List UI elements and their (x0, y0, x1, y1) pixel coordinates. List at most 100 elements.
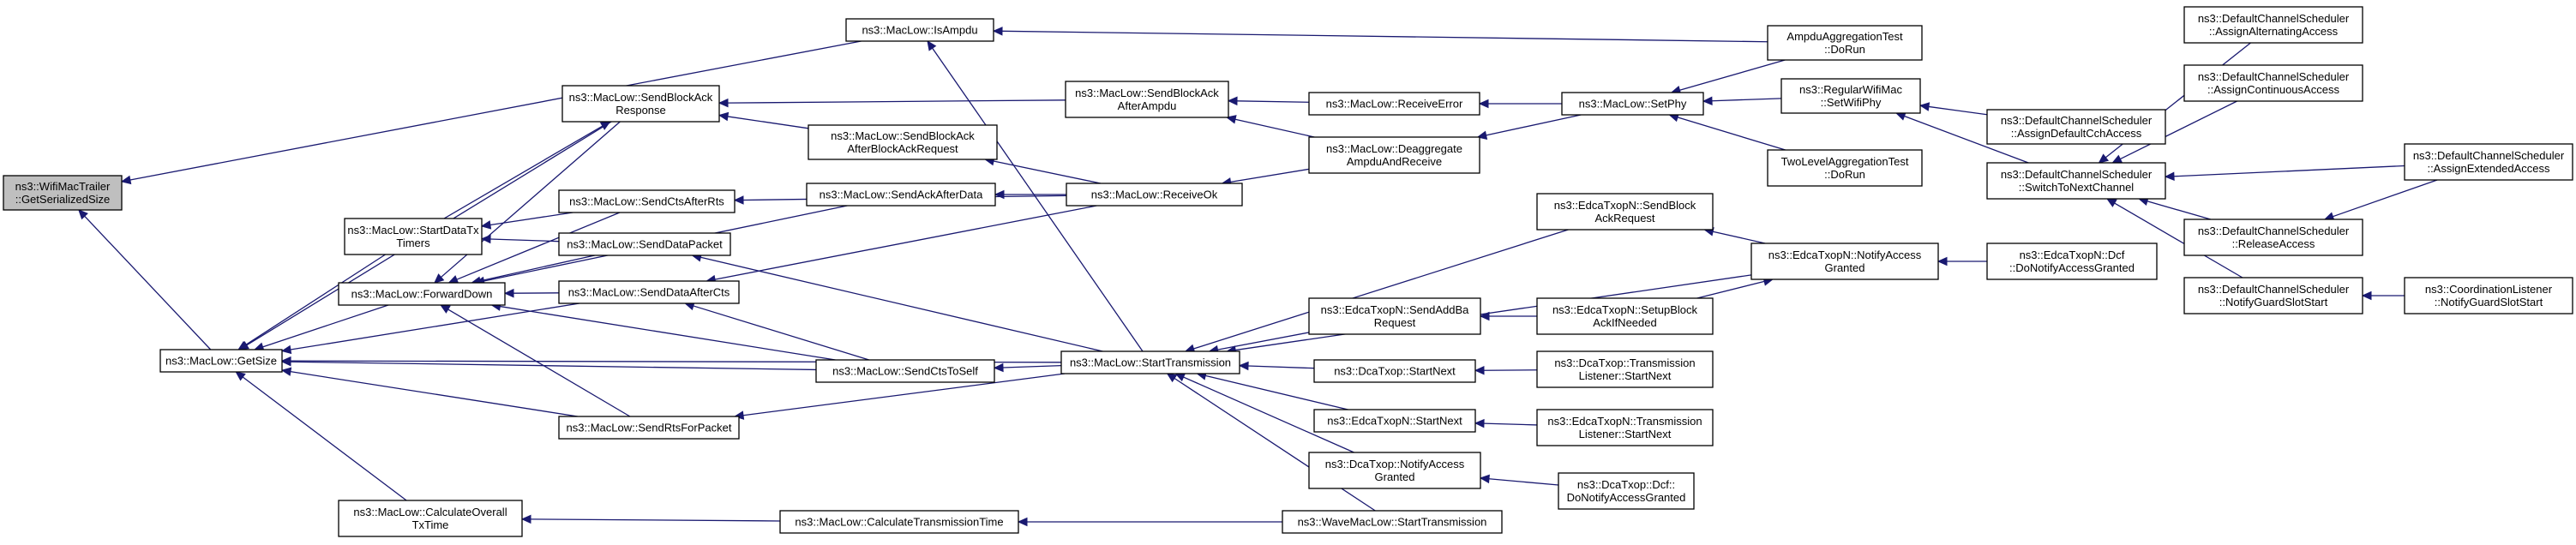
node-box[interactable] (1308, 297, 1481, 335)
node-n37[interactable]: ns3::DcaTxop::TransmissionListener::Star… (1536, 350, 1714, 388)
node-n33[interactable]: ns3::EdcaTxopN::Dcf::DoNotifyAccessGrant… (1986, 243, 2158, 280)
node-n22[interactable]: TwoLevelAggregationTest::DoRun (1767, 149, 1923, 187)
node-n16[interactable]: ns3::MacLow::SendAckAfterData (806, 183, 996, 207)
node-box[interactable] (2183, 219, 2363, 256)
node-n43[interactable]: ns3::WaveMacLow::StartTransmission (1282, 510, 1503, 534)
node-n21[interactable]: ns3::RegularWifiMac::SetWifiPhy (1780, 78, 1921, 114)
node-box[interactable] (1767, 25, 1923, 61)
node-box[interactable] (1065, 81, 1229, 118)
node-box[interactable] (1986, 243, 2158, 280)
node-box[interactable] (558, 232, 731, 256)
node-label: ::AssignDefaultCchAccess (2011, 127, 2142, 140)
node-box[interactable] (1986, 162, 2166, 200)
node-n4[interactable]: ns3::MacLow::StartTransmission (1060, 350, 1240, 374)
node-box[interactable] (2404, 277, 2573, 314)
arrowhead-icon (480, 234, 491, 244)
node-n27[interactable]: ns3::DefaultChannelScheduler::AssignExte… (2404, 143, 2573, 181)
node-n20[interactable]: ns3::MacLow::SetPhy (1561, 92, 1704, 116)
node-n32[interactable]: ns3::EdcaTxopN::NotifyAccessGranted (1750, 243, 1939, 280)
node-box[interactable] (1536, 297, 1714, 335)
node-n17[interactable]: ns3::MacLow::ReceiveOk (1066, 183, 1243, 207)
node-box[interactable] (1308, 136, 1480, 174)
node-label: ns3::MacLow::SendRtsForPacket (567, 422, 732, 434)
node-box[interactable] (2183, 64, 2363, 102)
node-box[interactable] (1282, 510, 1503, 534)
node-n11[interactable]: ns3::MacLow::SendCtsToSelf (815, 359, 995, 383)
node-n8[interactable]: ns3::MacLow::SendCtsAfterRts (558, 189, 736, 213)
node-box[interactable] (845, 18, 994, 42)
node-n10[interactable]: ns3::MacLow::SendDataAfterCts (558, 280, 740, 304)
node-label: ns3::EdcaTxopN::SendAddBa (1321, 303, 1469, 316)
node-label: ::SwitchToNextChannel (2019, 181, 2135, 194)
node-n12[interactable]: ns3::MacLow::SendRtsForPacket (558, 416, 740, 440)
node-n28[interactable]: ns3::DefaultChannelScheduler::ReleaseAcc… (2183, 219, 2363, 256)
node-n2[interactable]: ns3::MacLow::GetSize (159, 349, 283, 373)
node-box[interactable] (159, 349, 283, 373)
node-box[interactable] (1060, 350, 1240, 374)
node-box[interactable] (1767, 149, 1923, 187)
node-n24[interactable]: ns3::DefaultChannelScheduler::SwitchToNe… (1986, 162, 2166, 200)
node-box[interactable] (338, 282, 506, 306)
edge-n20-to-n18 (1478, 99, 1562, 109)
node-n15[interactable]: ns3::MacLow::SendBlockAckAfterBlockAckRe… (808, 124, 998, 160)
node-box[interactable] (808, 124, 998, 160)
node-box[interactable] (1536, 193, 1714, 231)
node-label: ::ReleaseAccess (2232, 237, 2315, 250)
node-box[interactable] (779, 510, 1019, 534)
edge-n4-to-n9 (691, 253, 1103, 352)
node-box[interactable] (1558, 472, 1695, 510)
node-n30[interactable]: ns3::CoordinationListener::NotifyGuardSl… (2404, 277, 2573, 314)
node-n3[interactable]: AmpduAggregationTest::DoRun (1767, 25, 1923, 61)
node-n7[interactable]: ns3::MacLow::ForwardDown (338, 282, 506, 306)
node-box[interactable] (1536, 350, 1714, 388)
node-box[interactable] (1313, 359, 1476, 383)
node-box[interactable] (1561, 92, 1704, 116)
node-n0[interactable]: ns3::WifiMacTrailer::GetSerializedSize (3, 175, 123, 211)
node-box[interactable] (1536, 409, 1714, 446)
node-box[interactable] (558, 189, 736, 213)
node-n23[interactable]: ns3::DefaultChannelScheduler::AssignDefa… (1986, 109, 2166, 145)
node-box[interactable] (344, 218, 483, 255)
node-box[interactable] (806, 183, 996, 207)
node-box[interactable] (3, 175, 123, 211)
node-box[interactable] (338, 500, 523, 537)
node-box[interactable] (1780, 78, 1921, 114)
node-box[interactable] (561, 85, 720, 123)
node-n42[interactable]: ns3::MacLow::CalculateTransmissionTime (779, 510, 1019, 534)
node-label: Listener::StartNext (1579, 428, 1672, 440)
node-n25[interactable]: ns3::DefaultChannelScheduler::AssignAlte… (2183, 6, 2363, 44)
node-label: ns3::CoordinationListener (2425, 283, 2553, 296)
node-box[interactable] (1313, 409, 1476, 433)
node-box[interactable] (558, 280, 740, 304)
node-box[interactable] (558, 416, 740, 440)
node-n1[interactable]: ns3::MacLow::IsAmpdu (845, 18, 994, 42)
node-n26[interactable]: ns3::DefaultChannelScheduler::AssignCont… (2183, 64, 2363, 102)
node-n36[interactable]: ns3::DcaTxop::StartNext (1313, 359, 1476, 383)
node-n29[interactable]: ns3::DefaultChannelScheduler::NotifyGuar… (2183, 277, 2363, 314)
node-n38[interactable]: ns3::EdcaTxopN::StartNext (1313, 409, 1476, 433)
node-box[interactable] (2183, 6, 2363, 44)
node-box[interactable] (1986, 109, 2166, 145)
node-box[interactable] (1066, 183, 1243, 207)
node-n39[interactable]: ns3::EdcaTxopN::TransmissionListener::St… (1536, 409, 1714, 446)
edge-line (1236, 100, 1310, 103)
node-box[interactable] (1750, 243, 1939, 280)
node-box[interactable] (1308, 452, 1481, 489)
node-n41[interactable]: ns3::DcaTxop::Dcf::DoNotifyAccessGranted (1558, 472, 1695, 510)
node-box[interactable] (2183, 277, 2363, 314)
node-box[interactable] (2404, 143, 2573, 181)
node-n40[interactable]: ns3::DcaTxop::NotifyAccessGranted (1308, 452, 1481, 489)
node-n18[interactable]: ns3::MacLow::ReceiveError (1308, 92, 1480, 116)
edge-line (245, 254, 386, 346)
node-box[interactable] (1308, 92, 1480, 116)
node-box[interactable] (815, 359, 995, 383)
node-n9[interactable]: ns3::MacLow::SendDataPacket (558, 232, 731, 256)
